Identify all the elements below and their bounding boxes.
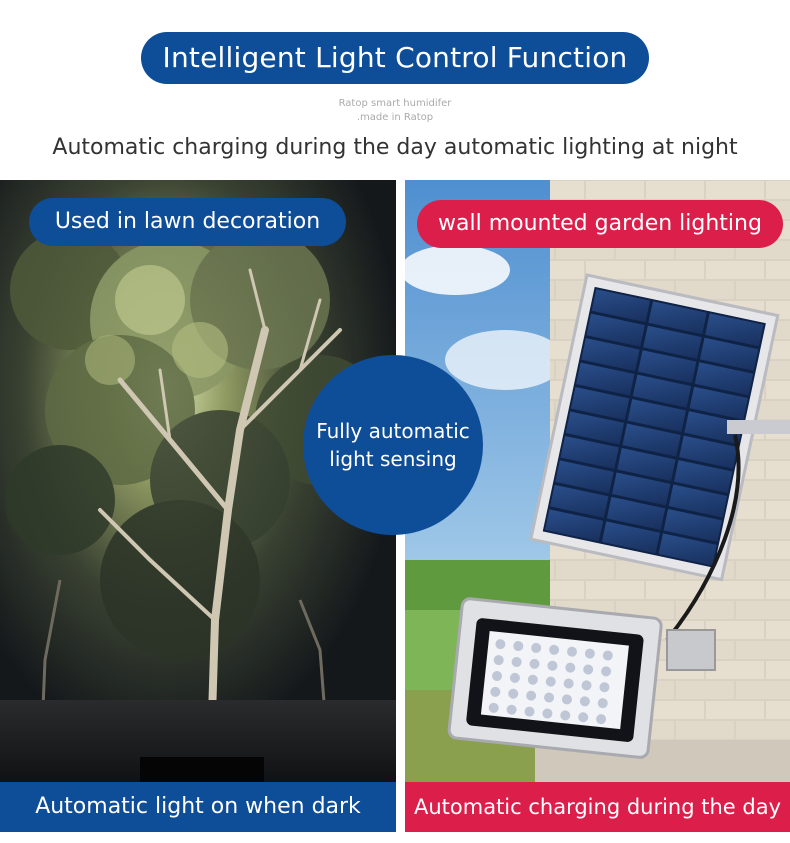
watermark-line-2: .made in Ratop <box>356 112 434 123</box>
watermark-line-1: Ratop smart humidifer <box>338 98 452 109</box>
wall-mounted-product-photo <box>405 180 790 782</box>
night-caption: Automatic light on when dark <box>0 782 396 832</box>
wall-mounted-badge: wall mounted garden lighting <box>417 200 783 248</box>
watermark: Ratop smart humidifer .made in Ratop <box>295 97 495 125</box>
day-caption: Automatic charging during the day <box>405 782 790 832</box>
light-sensing-line-1: Fully automatic <box>316 419 470 443</box>
lawn-decoration-badge: Used in lawn decoration <box>29 198 346 246</box>
light-sensing-text: Fully automatic light sensing <box>308 417 478 473</box>
subtitle: Automatic charging during the day automa… <box>52 135 738 160</box>
light-sensing-badge: Fully automatic light sensing <box>303 355 483 535</box>
light-sensing-line-2: light sensing <box>329 447 457 471</box>
page-title: Intelligent Light Control Function <box>141 32 649 84</box>
